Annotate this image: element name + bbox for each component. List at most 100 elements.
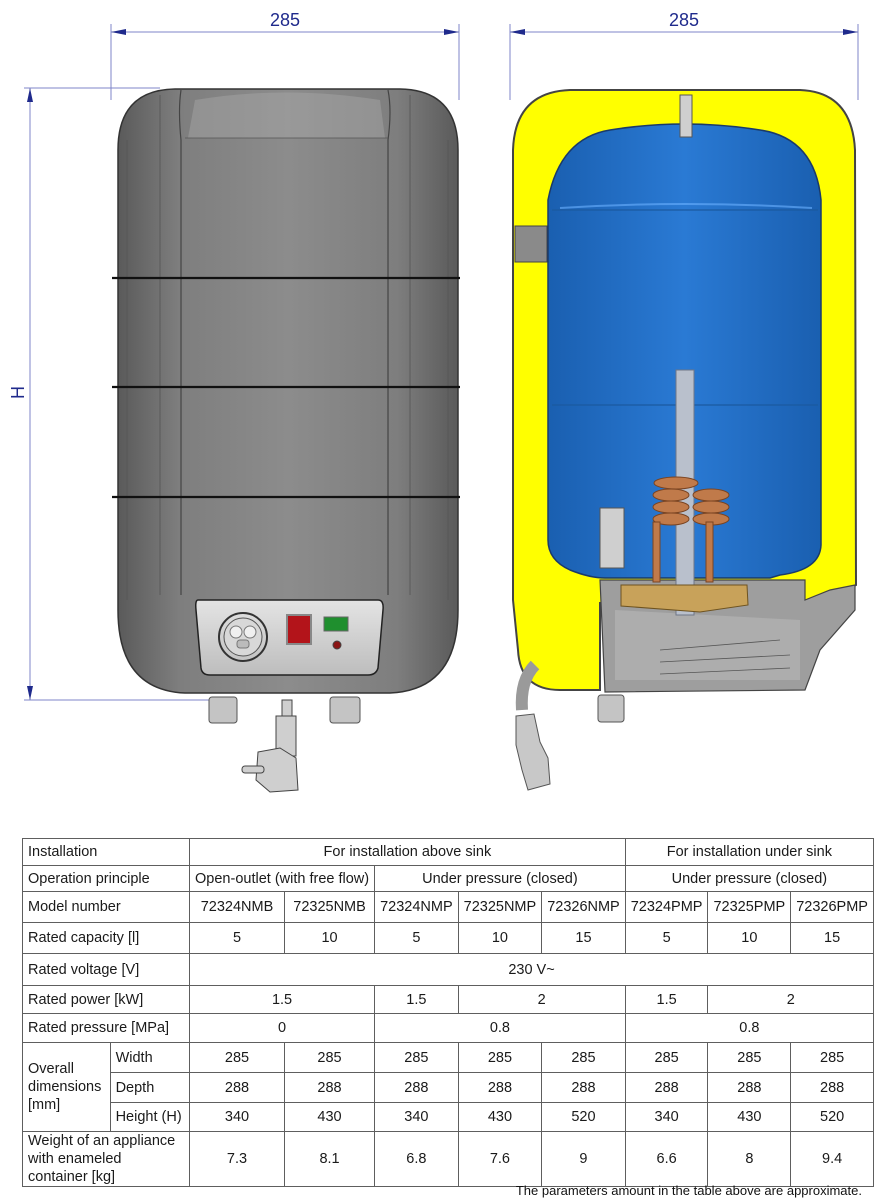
row-operation: Operation principle Open-outlet (with fr… bbox=[21, 865, 874, 892]
section-width-dimension bbox=[509, 24, 859, 100]
height-cell: 340 bbox=[624, 1102, 709, 1132]
depth-cell: 288 bbox=[541, 1072, 626, 1103]
width-label: Width bbox=[109, 1042, 191, 1073]
depth-cell: 288 bbox=[283, 1072, 376, 1103]
capacity-cell: 15 bbox=[541, 922, 626, 954]
capacity-cell: 10 bbox=[457, 922, 543, 954]
weight-cell: 9 bbox=[541, 1131, 626, 1187]
width-cell: 285 bbox=[374, 1042, 459, 1073]
capacity-cell: 15 bbox=[790, 922, 874, 954]
power-cell: 1.5 bbox=[624, 985, 709, 1014]
weight-cell: 6.6 bbox=[624, 1131, 709, 1187]
height-label: H bbox=[8, 386, 28, 399]
heating-element bbox=[652, 476, 730, 583]
weight-cell: 7.3 bbox=[189, 1131, 285, 1187]
specifications-table: Installation For installation above sink… bbox=[21, 838, 874, 1187]
depth-cell: 288 bbox=[707, 1072, 792, 1103]
capacity-cell: 5 bbox=[624, 922, 709, 954]
capacity-label: Rated capacity [l] bbox=[21, 922, 191, 954]
installation-label: Installation bbox=[21, 838, 191, 866]
height-cell: 430 bbox=[283, 1102, 376, 1132]
power-label: Rated power [kW] bbox=[21, 985, 191, 1014]
depth-cell: 288 bbox=[189, 1072, 285, 1103]
model-label: Model number bbox=[21, 891, 191, 923]
height-cell: 520 bbox=[790, 1102, 874, 1132]
table-footnote: The parameters amount in the table above… bbox=[515, 1183, 862, 1198]
power-indicator-green bbox=[323, 616, 349, 632]
width-cell: 285 bbox=[189, 1042, 285, 1073]
width-cell: 285 bbox=[541, 1042, 626, 1073]
row-installation: Installation For installation above sink… bbox=[21, 838, 874, 866]
depth-cell: 288 bbox=[624, 1072, 709, 1103]
row-capacity: Rated capacity [l] 5 10 5 10 15 5 10 15 bbox=[21, 922, 874, 954]
capacity-cell: 5 bbox=[374, 922, 459, 954]
power-cell: 2 bbox=[707, 985, 874, 1014]
model-cell: 72325NMB bbox=[283, 891, 376, 923]
row-depth: Depth 288 288 288 288 288 288 288 288 bbox=[23, 1072, 874, 1103]
operation-label: Operation principle bbox=[21, 865, 191, 892]
operation-open-outlet: Open-outlet (with free flow) bbox=[189, 865, 376, 892]
depth-cell: 288 bbox=[457, 1072, 543, 1103]
capacity-cell: 10 bbox=[283, 922, 376, 954]
installation-above-sink: For installation above sink bbox=[189, 838, 626, 866]
model-cell: 72325NMP bbox=[457, 891, 543, 923]
operation-under-pressure-under: Under pressure (closed) bbox=[624, 865, 874, 892]
weight-cell: 8.1 bbox=[283, 1131, 376, 1187]
control-panel bbox=[195, 599, 384, 676]
heater-section-view bbox=[512, 89, 858, 791]
row-height: Height (H) 340 430 340 430 520 340 430 5… bbox=[23, 1102, 874, 1132]
voltage-label: Rated voltage [V] bbox=[21, 953, 191, 986]
depth-label: Depth bbox=[109, 1072, 191, 1103]
voltage-value: 230 V~ bbox=[189, 953, 874, 986]
pressure-cell: 0 bbox=[189, 1013, 376, 1043]
power-plug bbox=[241, 699, 299, 793]
power-cell: 1.5 bbox=[189, 985, 376, 1014]
width-cell: 285 bbox=[624, 1042, 709, 1073]
depth-cell: 288 bbox=[790, 1072, 874, 1103]
row-weight: Weight of an appliance with enameled con… bbox=[21, 1131, 874, 1187]
front-height-dimension bbox=[24, 87, 210, 701]
height-cell: 520 bbox=[541, 1102, 626, 1132]
model-cell: 72325PMP bbox=[707, 891, 792, 923]
height-cell: 430 bbox=[707, 1102, 792, 1132]
front-width-dimension bbox=[110, 24, 460, 100]
dimensions-label: Overall dimensions [mm] bbox=[22, 1042, 111, 1132]
front-width-label: 285 bbox=[270, 10, 301, 30]
depth-cell: 288 bbox=[374, 1072, 459, 1103]
test-button[interactable] bbox=[332, 640, 342, 650]
pressure-cell: 0.8 bbox=[624, 1013, 874, 1043]
capacity-cell: 5 bbox=[189, 922, 285, 954]
model-cell: 72326NMP bbox=[541, 891, 626, 923]
row-width: Overall dimensions [mm] Width 285 285 28… bbox=[22, 1042, 874, 1132]
weight-label: Weight of an appliance with enameled con… bbox=[21, 1131, 191, 1187]
temperature-knob[interactable] bbox=[218, 612, 268, 662]
height-cell: 340 bbox=[374, 1102, 459, 1132]
height-cell: 340 bbox=[189, 1102, 285, 1132]
width-cell: 285 bbox=[707, 1042, 792, 1073]
height-label-cell: Height (H) bbox=[109, 1102, 191, 1132]
model-cell: 72324NMP bbox=[374, 891, 459, 923]
capacity-cell: 10 bbox=[707, 922, 792, 954]
weight-cell: 6.8 bbox=[374, 1131, 459, 1187]
pressure-label: Rated pressure [MPa] bbox=[21, 1013, 191, 1043]
row-model: Model number 72324NMB 72325NMB 72324NMP … bbox=[21, 891, 874, 923]
height-cell: 430 bbox=[457, 1102, 543, 1132]
model-cell: 72324PMP bbox=[624, 891, 709, 923]
heater-front-view bbox=[112, 88, 460, 694]
width-cell: 285 bbox=[790, 1042, 874, 1073]
width-cell: 285 bbox=[457, 1042, 543, 1073]
width-cell: 285 bbox=[283, 1042, 376, 1073]
heating-indicator-red bbox=[286, 614, 312, 645]
operation-under-pressure-above: Under pressure (closed) bbox=[374, 865, 626, 892]
water-fittings bbox=[208, 696, 361, 724]
weight-cell: 7.6 bbox=[457, 1131, 543, 1187]
power-cell: 1.5 bbox=[374, 985, 459, 1014]
section-width-label: 285 bbox=[669, 10, 700, 30]
pressure-cell: 0.8 bbox=[374, 1013, 626, 1043]
power-cell: 2 bbox=[457, 985, 626, 1014]
weight-cell: 9.4 bbox=[790, 1131, 874, 1187]
model-cell: 72324NMB bbox=[189, 891, 285, 923]
drawing-canvas bbox=[24, 24, 859, 793]
weight-cell: 8 bbox=[707, 1131, 792, 1187]
model-cell: 72326PMP bbox=[790, 891, 874, 923]
